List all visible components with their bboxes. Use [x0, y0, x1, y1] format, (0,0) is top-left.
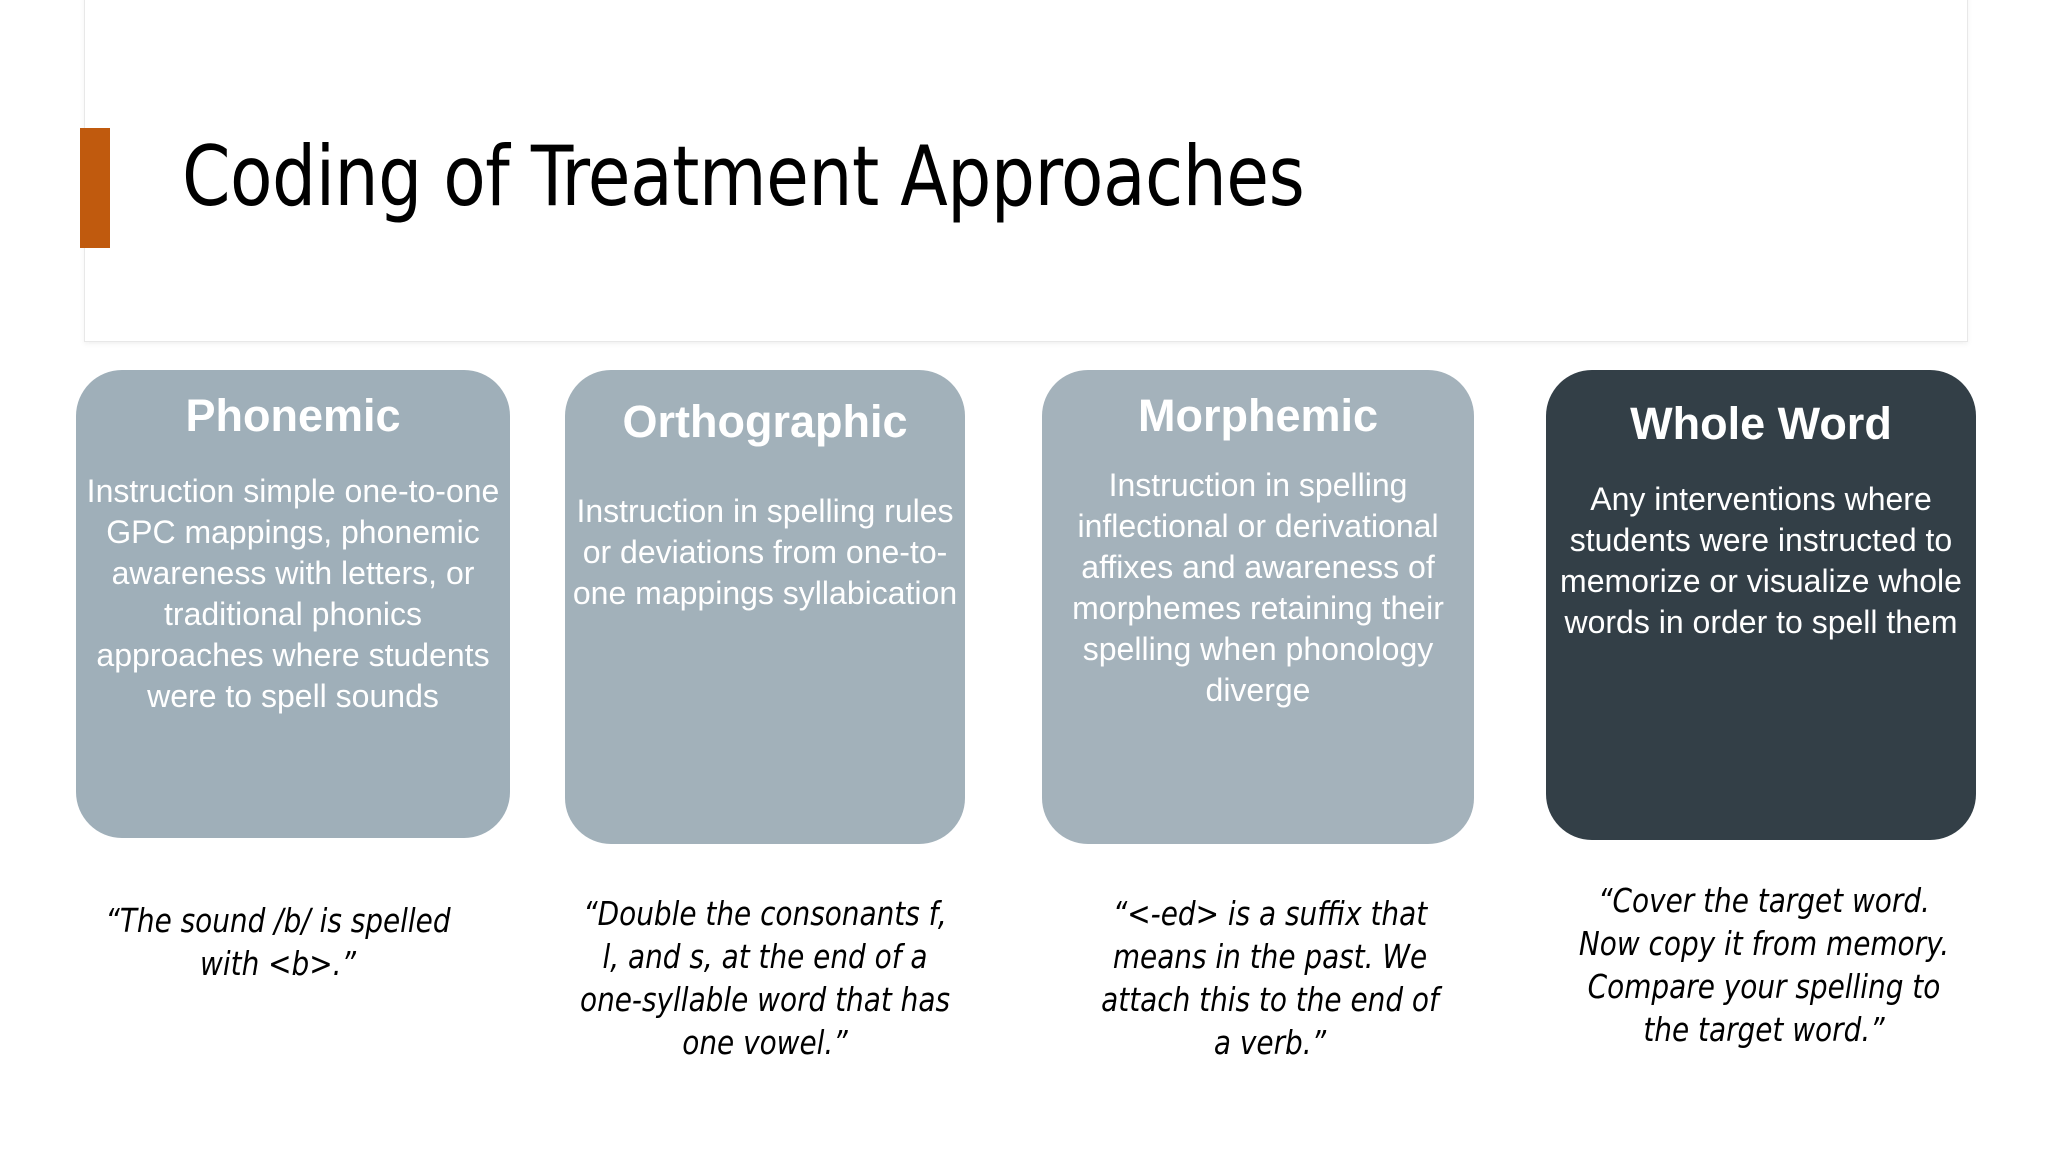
card-body-phonemic: Instruction simple one-to-one GPC mappin… [86, 473, 500, 715]
card-title-orthographic: Orthographic [622, 396, 908, 447]
page-title: Coding of Treatment Approaches [182, 128, 1305, 225]
approach-card-orthographic[interactable]: Orthographic Instruction in spelling rul… [565, 370, 965, 844]
example-quote-phonemic: “The sound /b/ is spelled with <b>.” [105, 901, 451, 983]
example-quote-whole-word: “Cover the target word. Now copy it from… [1578, 881, 1950, 1049]
card-title-whole-word: Whole Word [1630, 398, 1892, 449]
title-panel [84, 0, 1968, 342]
card-body-whole-word: Any interventions where students were in… [1560, 481, 1962, 641]
title-accent-bar [80, 128, 110, 248]
card-title-morphemic: Morphemic [1137, 390, 1379, 441]
approach-card-phonemic[interactable]: Phonemic Instruction simple one-to-one G… [76, 370, 510, 838]
card-body-orthographic: Instruction in spelling rules or deviati… [572, 493, 958, 612]
example-quote-orthographic: “Double the consonants f, l, and s, at t… [579, 894, 950, 1062]
example-quote-morphemic: “<-ed> is a suffix that means in the pas… [1101, 894, 1439, 1062]
card-body-morphemic: Instruction in spelling inflectional or … [1072, 467, 1444, 709]
approach-card-morphemic[interactable]: Morphemic Instruction in spelling inflec… [1042, 370, 1474, 844]
card-title-phonemic: Phonemic [185, 390, 401, 441]
approach-card-whole-word[interactable]: Whole Word Any interventions where stude… [1546, 370, 1976, 840]
